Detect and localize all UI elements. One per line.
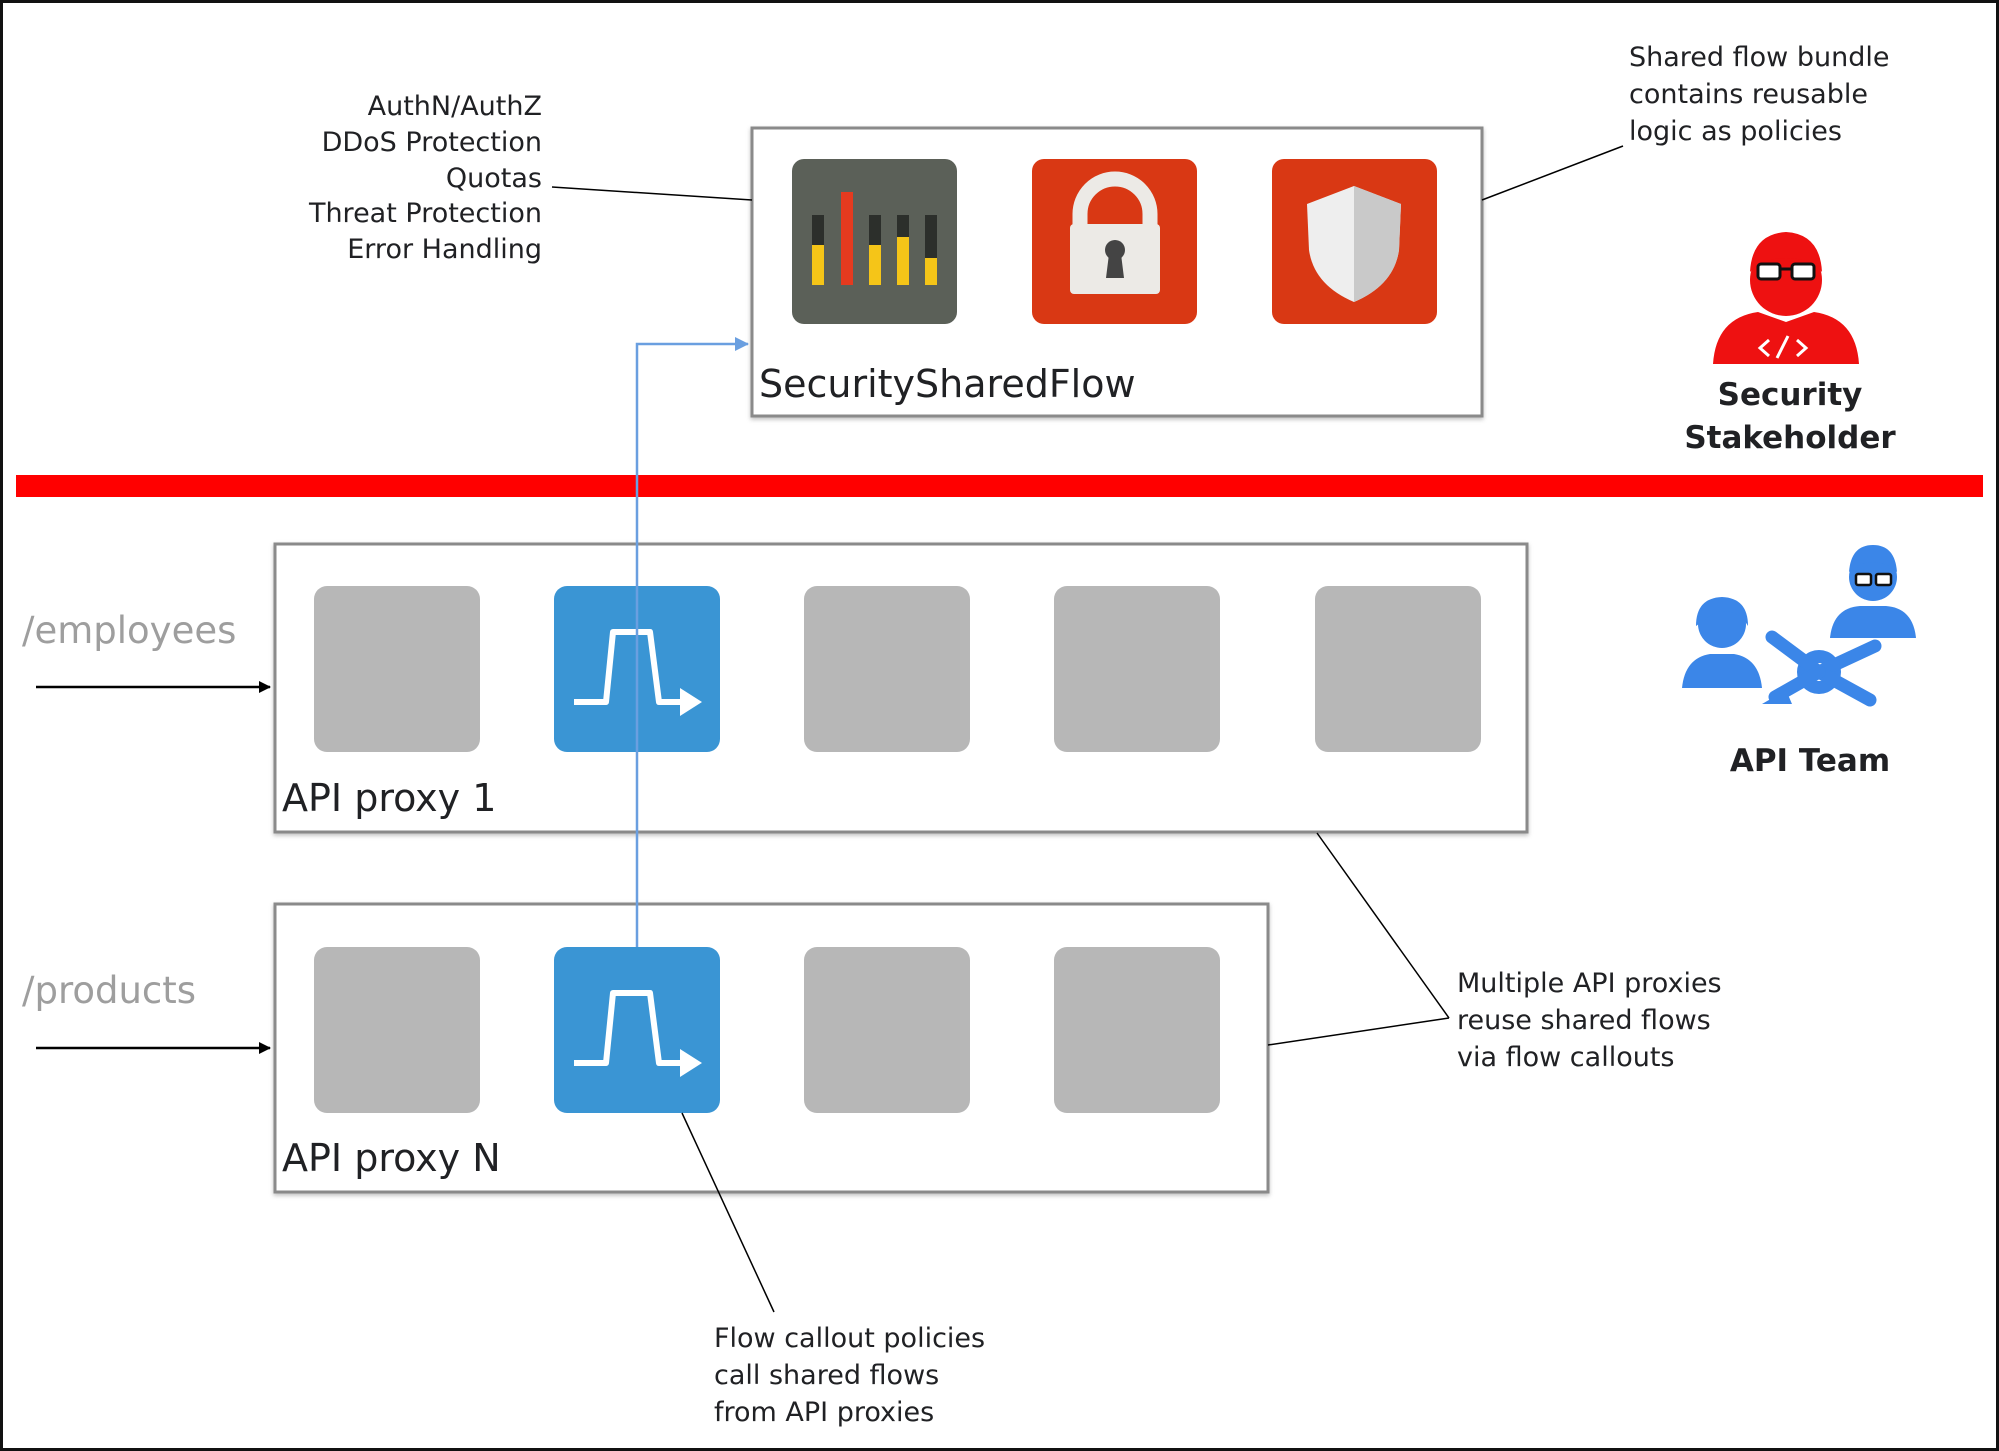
lock-icon xyxy=(1032,159,1197,324)
flow-callout-connector xyxy=(635,337,749,947)
bundle-note: Shared flow bundle contains reusable log… xyxy=(1629,42,1889,147)
policy-step xyxy=(314,947,480,1113)
security-stakeholder-label: Security xyxy=(1718,377,1863,413)
bundle-leader-line xyxy=(1481,145,1624,201)
features-list: AuthN/AuthZ DDoS Protection Quotas Threa… xyxy=(308,91,542,265)
note-line: logic as policies xyxy=(1629,116,1842,147)
note-line: reuse shared flows xyxy=(1457,1005,1711,1036)
developer-avatar-icon xyxy=(1713,232,1859,364)
reuse-note: Multiple API proxies reuse shared flows … xyxy=(1457,968,1722,1073)
policy-step xyxy=(804,586,970,752)
callout-leader-line xyxy=(681,1112,775,1313)
policy-step xyxy=(804,947,970,1113)
policy-step xyxy=(1315,586,1481,752)
team-icon xyxy=(1682,545,1916,707)
feature-item: Error Handling xyxy=(347,234,542,265)
note-line: from API proxies xyxy=(714,1397,934,1428)
reuse-leader-line xyxy=(1267,1017,1450,1046)
feature-item: AuthN/AuthZ xyxy=(368,91,542,122)
route-label: /employees xyxy=(22,609,236,652)
api-proxy-box: API proxy N xyxy=(273,902,1270,1194)
note-line: via flow callouts xyxy=(1457,1042,1674,1073)
feature-item: Quotas xyxy=(446,163,542,194)
note-line: Flow callout policies xyxy=(714,1323,985,1354)
note-line: contains reusable xyxy=(1629,79,1868,110)
note-line: Shared flow bundle xyxy=(1629,42,1889,73)
note-line: Multiple API proxies xyxy=(1457,968,1722,999)
flow-callout-icon xyxy=(554,947,720,1113)
api-team-label: API Team xyxy=(1730,743,1890,779)
features-leader-line xyxy=(551,186,753,201)
api-proxy-box: API proxy 1 xyxy=(273,542,1529,834)
callout-note: Flow callout policies call shared flows … xyxy=(714,1323,985,1428)
route-label: /products xyxy=(22,969,196,1012)
policy-step xyxy=(1054,586,1220,752)
api-proxy-title: API proxy N xyxy=(282,1136,501,1180)
feature-item: DDoS Protection xyxy=(322,127,542,158)
reuse-leader-line xyxy=(1316,832,1450,1019)
shared-flow-box: SecuritySharedFlow xyxy=(750,126,1484,418)
shield-icon xyxy=(1272,159,1437,324)
api-proxy-title: API proxy 1 xyxy=(282,776,496,820)
note-line: call shared flows xyxy=(714,1360,939,1391)
shared-flow-title: SecuritySharedFlow xyxy=(759,362,1136,406)
bar-chart-icon xyxy=(792,159,957,324)
policy-step xyxy=(314,586,480,752)
feature-item: Threat Protection xyxy=(308,198,542,229)
policy-step xyxy=(1054,947,1220,1113)
divider-bar xyxy=(16,475,1983,497)
security-stakeholder-label: Stakeholder xyxy=(1684,420,1896,456)
